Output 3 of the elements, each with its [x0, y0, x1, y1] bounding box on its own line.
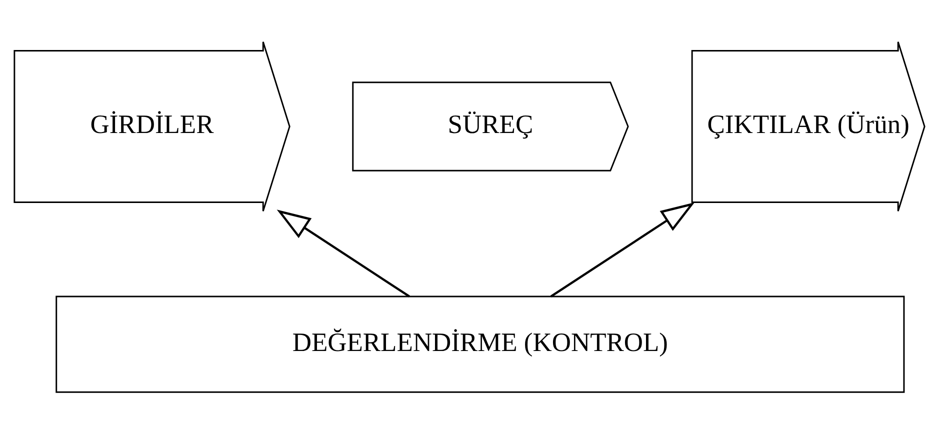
- node-box: DEĞERLENDİRME (KONTROL): [56, 296, 905, 393]
- arrow: [276, 210, 410, 298]
- arrow: [550, 202, 695, 298]
